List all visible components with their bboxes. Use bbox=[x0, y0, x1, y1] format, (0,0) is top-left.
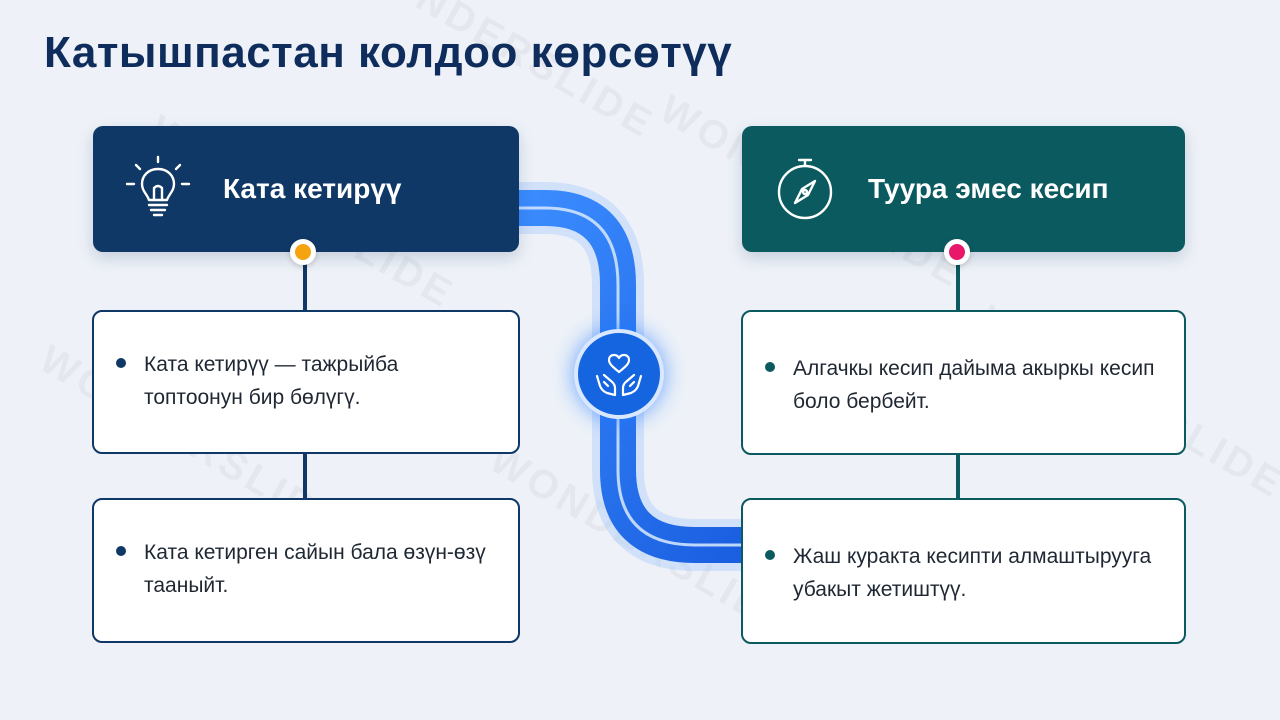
bullet bbox=[116, 358, 126, 368]
right-item-text-2: Жаш куракта кесипти алмаштырууга убакыт … bbox=[793, 545, 1152, 601]
left-dot bbox=[290, 239, 316, 265]
right-header-title: Туура эмес кесип bbox=[868, 173, 1109, 204]
bullet bbox=[765, 550, 775, 560]
right-header-card: Туура эмес кесип bbox=[742, 126, 1185, 252]
compass-icon bbox=[777, 158, 833, 220]
left-header-title: Ката кетирүү bbox=[223, 173, 402, 204]
left-item-card-1: Ката кетирүү — тажрыйба топтоонун бир бө… bbox=[92, 310, 520, 454]
bullet bbox=[765, 362, 775, 372]
left-connector bbox=[303, 252, 307, 312]
right-connector bbox=[956, 452, 960, 500]
left-item-text-1: Ката кетирүү — тажрыйба топтоонун бир бө… bbox=[144, 353, 399, 409]
right-item-card-2: Жаш куракта кесипти алмаштырууга убакыт … bbox=[741, 498, 1186, 644]
right-item-text-1: Алгачкы кесип дайыма акыркы кесип боло б… bbox=[793, 357, 1155, 413]
heart-in-hands-icon bbox=[595, 353, 643, 397]
right-dot bbox=[944, 239, 970, 265]
left-connector bbox=[303, 452, 307, 500]
bullet bbox=[116, 546, 126, 556]
left-item-text-2: Ката кетирген сайын бала өзүн-өзү тааный… bbox=[144, 541, 486, 597]
left-header-card: Ката кетирүү bbox=[93, 126, 519, 252]
left-item-card-2: Ката кетирген сайын бала өзүн-өзү тааный… bbox=[92, 498, 520, 643]
center-badge bbox=[574, 329, 664, 419]
right-item-card-1: Алгачкы кесип дайыма акыркы кесип боло б… bbox=[741, 310, 1186, 455]
right-connector bbox=[956, 252, 960, 312]
lightbulb-icon bbox=[125, 155, 191, 217]
page-title: Катышпастан колдоо көрсөтүү bbox=[44, 28, 733, 77]
